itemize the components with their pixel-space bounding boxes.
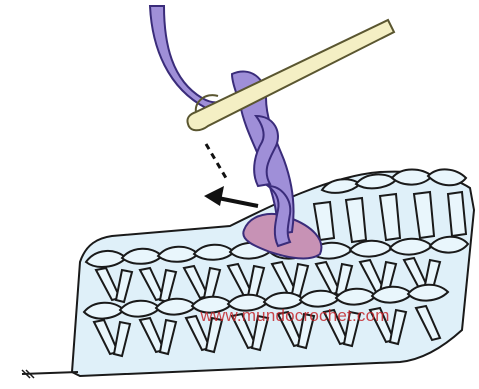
crochet-illustration [0,0,479,389]
